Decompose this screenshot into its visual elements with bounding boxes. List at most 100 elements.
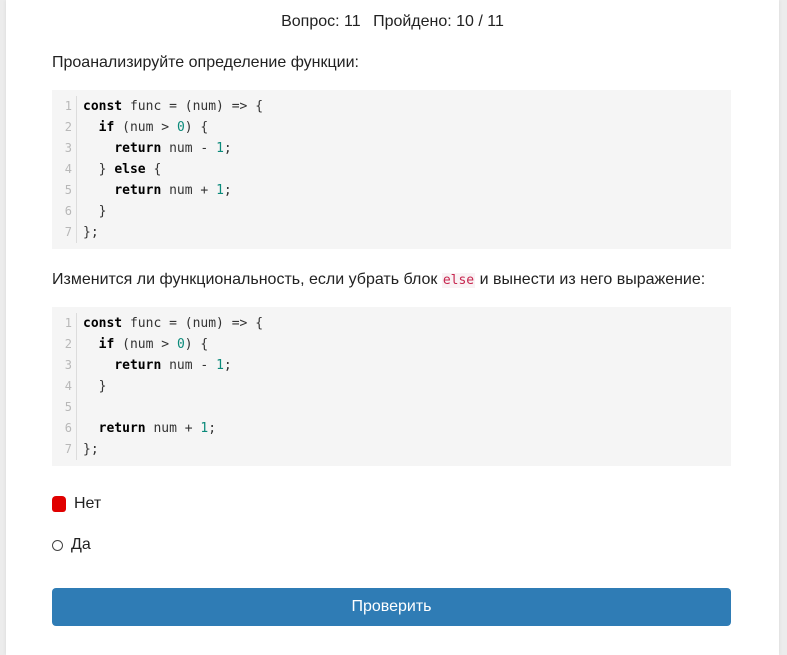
code-token <box>83 421 99 436</box>
code-content: }; <box>83 222 99 243</box>
code-line: 6 return num + 1; <box>52 418 731 439</box>
code-token: ) { <box>184 337 209 352</box>
code-token: return <box>98 421 146 436</box>
option-yes[interactable]: Да <box>52 536 91 554</box>
progress-counter: Пройдено: 10 / 11 <box>373 13 504 30</box>
code-line: 4 } else { <box>52 159 731 180</box>
code-token: }; <box>83 442 99 457</box>
code-token <box>83 120 99 135</box>
line-number: 6 <box>52 418 77 439</box>
code-token: } <box>83 204 107 219</box>
code-token: if <box>98 120 115 135</box>
line-number: 3 <box>52 355 77 376</box>
code-line: 6 } <box>52 201 731 222</box>
code-token: 1 <box>216 183 224 198</box>
line-number: 1 <box>52 313 77 334</box>
code-line: 7}; <box>52 222 731 243</box>
option-no-label: Нет <box>74 495 102 512</box>
code-token: 1 <box>200 421 209 436</box>
code-line: 5 <box>52 397 731 418</box>
line-number: 6 <box>52 201 77 222</box>
code-token: 0 <box>176 120 185 135</box>
code-content: if (num > 0) { <box>83 334 209 355</box>
code-token: const <box>83 99 123 114</box>
code-line: 2 if (num > 0) { <box>52 334 731 355</box>
code-line: 2 if (num > 0) { <box>52 117 731 138</box>
question-prompt-2: Изменится ли функциональность, если убра… <box>52 271 705 289</box>
code-content: } <box>83 201 107 222</box>
code-content: return num - 1; <box>83 355 232 376</box>
code-token: return <box>114 183 162 198</box>
code-line: 3 return num - 1; <box>52 355 731 376</box>
code-content: return num + 1; <box>83 418 216 439</box>
quiz-header: Вопрос: 11 Пройдено: 10 / 11 <box>6 13 779 31</box>
code-line: 5 return num + 1; <box>52 180 731 201</box>
code-content: } else { <box>83 159 162 180</box>
question-prompt-2-before: Изменится ли функциональность, если убра… <box>52 271 442 288</box>
code-line: 4 } <box>52 376 731 397</box>
code-line: 7}; <box>52 439 731 460</box>
code-token: ; <box>208 421 217 436</box>
question-prompt-2-after: и вынести из него выражение: <box>475 271 706 288</box>
code-token: }; <box>83 225 99 240</box>
line-number: 1 <box>52 96 77 117</box>
line-number: 2 <box>52 334 77 355</box>
code-line: 3 return num - 1; <box>52 138 731 159</box>
code-token: 1 <box>216 358 224 373</box>
line-number: 5 <box>52 180 77 201</box>
code-content: if (num > 0) { <box>83 117 209 138</box>
line-number: 2 <box>52 117 77 138</box>
code-content: }; <box>83 439 99 460</box>
code-token: 0 <box>176 337 185 352</box>
code-content: const func = (num) => { <box>83 96 263 117</box>
radio-unselected-icon[interactable] <box>52 539 63 551</box>
line-number: 4 <box>52 376 77 397</box>
code-token: (num > <box>114 337 177 352</box>
code-token: { <box>145 162 162 177</box>
code-token: ; <box>223 358 232 373</box>
code-token: ) { <box>184 120 209 135</box>
code-token <box>83 183 114 198</box>
code-token: return <box>114 358 162 373</box>
line-number: 7 <box>52 222 77 243</box>
code-token: else <box>114 162 146 177</box>
code-token: } <box>83 379 107 394</box>
code-token: const <box>83 316 123 331</box>
question-number: Вопрос: 11 <box>281 13 361 30</box>
code-line: 1 const func = (num) => { <box>52 313 731 334</box>
code-content: const func = (num) => { <box>83 313 263 334</box>
line-number: 3 <box>52 138 77 159</box>
code-token: return <box>114 141 162 156</box>
code-content: } <box>83 376 107 397</box>
option-no[interactable]: Нет <box>52 495 101 513</box>
line-number: 5 <box>52 397 77 418</box>
code-token: } <box>83 162 115 177</box>
code-token <box>83 358 114 373</box>
radio-selected-icon[interactable] <box>52 496 66 512</box>
code-token: num - <box>161 358 217 373</box>
option-yes-label: Да <box>71 536 91 553</box>
code-content: return num - 1; <box>83 138 232 159</box>
quiz-card: Вопрос: 11 Пройдено: 10 / 11 Проанализир… <box>6 0 779 655</box>
code-token: (num > <box>114 120 177 135</box>
code-token: if <box>98 337 115 352</box>
code-content: return num + 1; <box>83 180 232 201</box>
code-line: 1 const func = (num) => { <box>52 96 731 117</box>
code-token: num + <box>145 421 201 436</box>
inline-code-else: else <box>441 273 476 288</box>
code-token: func = (num) => { <box>122 316 264 331</box>
code-token: num + <box>161 183 217 198</box>
code-token <box>83 337 99 352</box>
code-token <box>83 141 114 156</box>
code-token: 1 <box>216 141 224 156</box>
check-button[interactable]: Проверить <box>52 588 731 626</box>
code-token: ; <box>223 183 232 198</box>
code-token: num - <box>161 141 217 156</box>
line-number: 4 <box>52 159 77 180</box>
code-token: func = (num) => { <box>122 99 264 114</box>
line-number: 7 <box>52 439 77 460</box>
question-prompt-1: Проанализируйте определение функции: <box>52 54 359 71</box>
code-token: ; <box>223 141 232 156</box>
